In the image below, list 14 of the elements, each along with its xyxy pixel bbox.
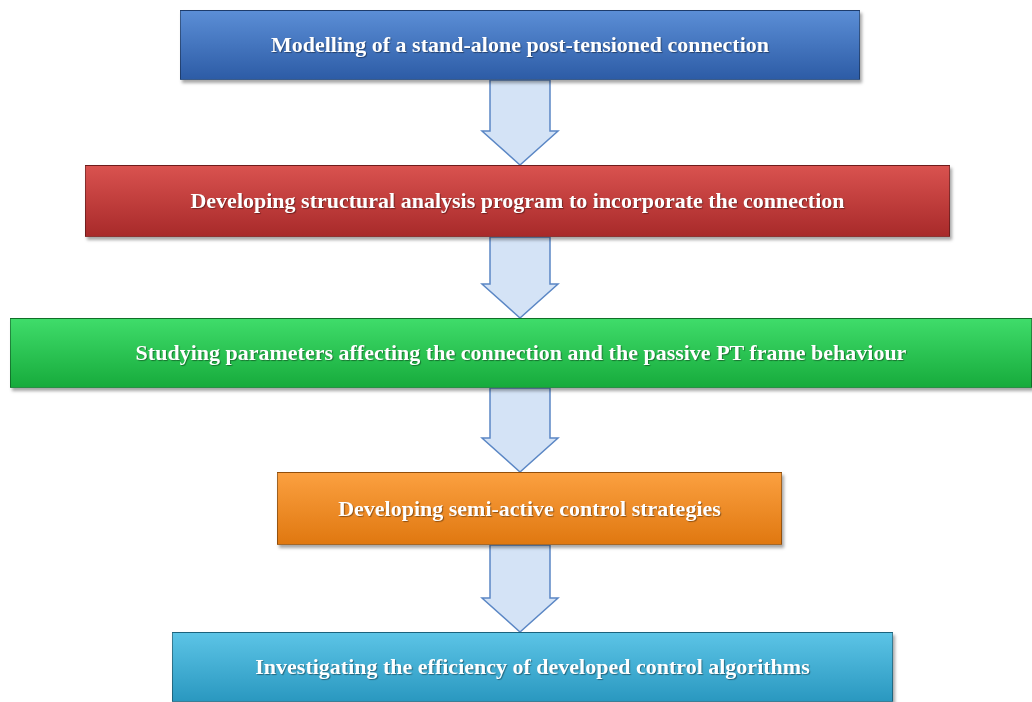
process-box <box>172 632 893 702</box>
block-arrow <box>480 236 560 319</box>
block-arrow <box>480 387 560 473</box>
step-text: Developing semi-active control strategies <box>337 495 722 522</box>
step-text: Investigating the efficiency of developed control algorithms <box>254 654 811 680</box>
block-arrow <box>480 544 560 633</box>
step-text: Developing structural analysis program to incorporate the connection <box>189 188 846 214</box>
process-box <box>85 165 950 237</box>
process-box <box>180 10 860 80</box>
block-arrow <box>480 79 560 166</box>
process-box <box>10 318 1032 388</box>
step-text: Modelling of a stand-alone post-tensioned connection <box>269 32 771 58</box>
process-box <box>277 472 782 545</box>
step-text: Studying parameters affecting the connection and the passive PT frame behaviour <box>134 340 908 366</box>
